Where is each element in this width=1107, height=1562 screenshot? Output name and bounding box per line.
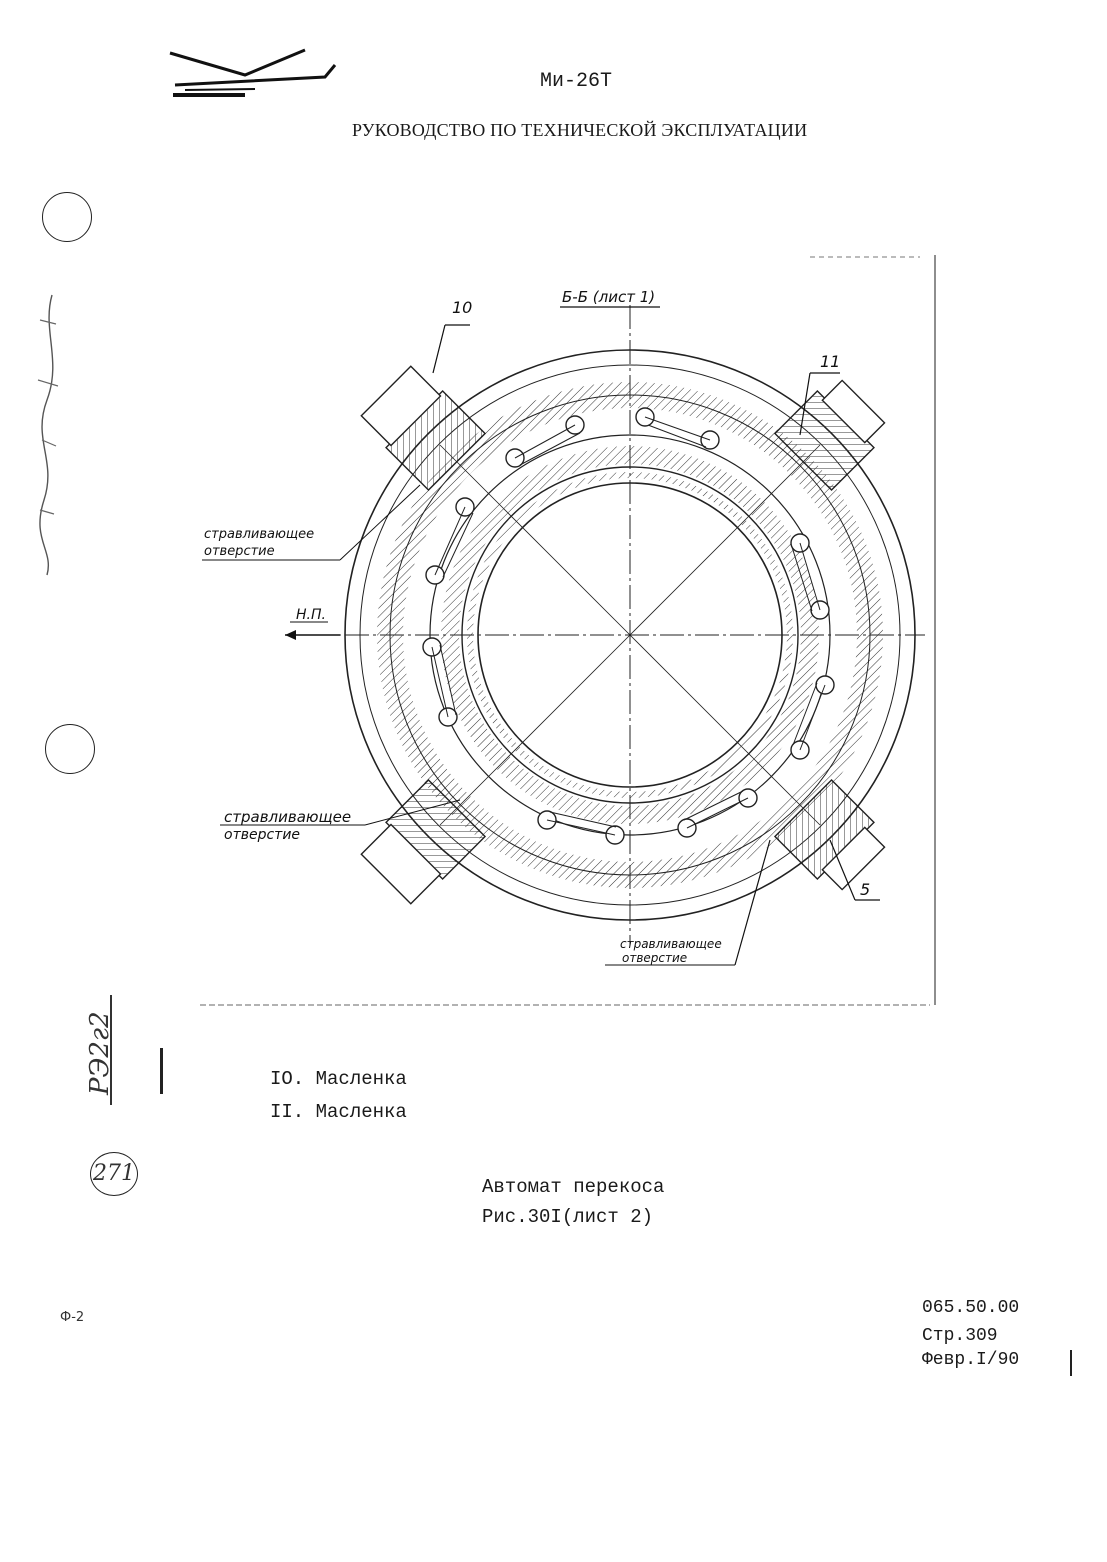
swashplate-drawing: 10 Б-Б (лист 1) 11 5 Н.П. стравливающее … [200, 255, 936, 1006]
revision-date: Февр.I/90 [922, 1350, 1020, 1370]
document-model: Ми-26Т [540, 70, 613, 93]
figure-number: Рис.30I(лист 2) [482, 1206, 654, 1228]
legend-item-10: IO. Масленка [270, 1068, 407, 1090]
callout-11: 11 [820, 352, 840, 371]
revision-bar [1070, 1350, 1072, 1376]
bleed-hole-label-1-line2: отверстие [204, 544, 275, 559]
form-mark: Ф-2 [60, 1310, 85, 1325]
bleed-hole-label-3-line1: стравливающее [620, 937, 722, 951]
figure-title: Автомат перекоса [482, 1176, 665, 1198]
bleed-hole-label-3-line2: отверстие [622, 951, 687, 965]
binder-hole-top [42, 192, 92, 242]
binder-hole-bottom [45, 724, 95, 774]
circled-number: 271 [90, 1152, 138, 1196]
section-label: Б-Б (лист 1) [562, 288, 655, 306]
callout-5: 5 [860, 880, 870, 899]
page-number: Стр.309 [922, 1326, 998, 1346]
logo-icon [169, 48, 337, 97]
bleed-hole-label-2-line2: отверстие [224, 827, 300, 843]
legend-item-11: II. Масленка [270, 1101, 407, 1123]
document-title: РУКОВОДСТВО ПО ТЕХНИЧЕСКОЙ ЭКСПЛУАТАЦИИ [352, 120, 808, 140]
bleed-hole-label-1-line1: стравливающее [204, 527, 314, 542]
handwritten-note-mark [37, 294, 59, 576]
circled-number-text: 271 [93, 1161, 135, 1186]
bleed-hole-label-2-line1: стравливающее [224, 808, 351, 826]
document-code: 065.50.00 [922, 1298, 1020, 1318]
margin-bar [160, 1048, 163, 1094]
callout-10: 10 [452, 298, 472, 317]
direction-label: Н.П. [296, 607, 326, 623]
vertical-code-underline [110, 995, 112, 1105]
